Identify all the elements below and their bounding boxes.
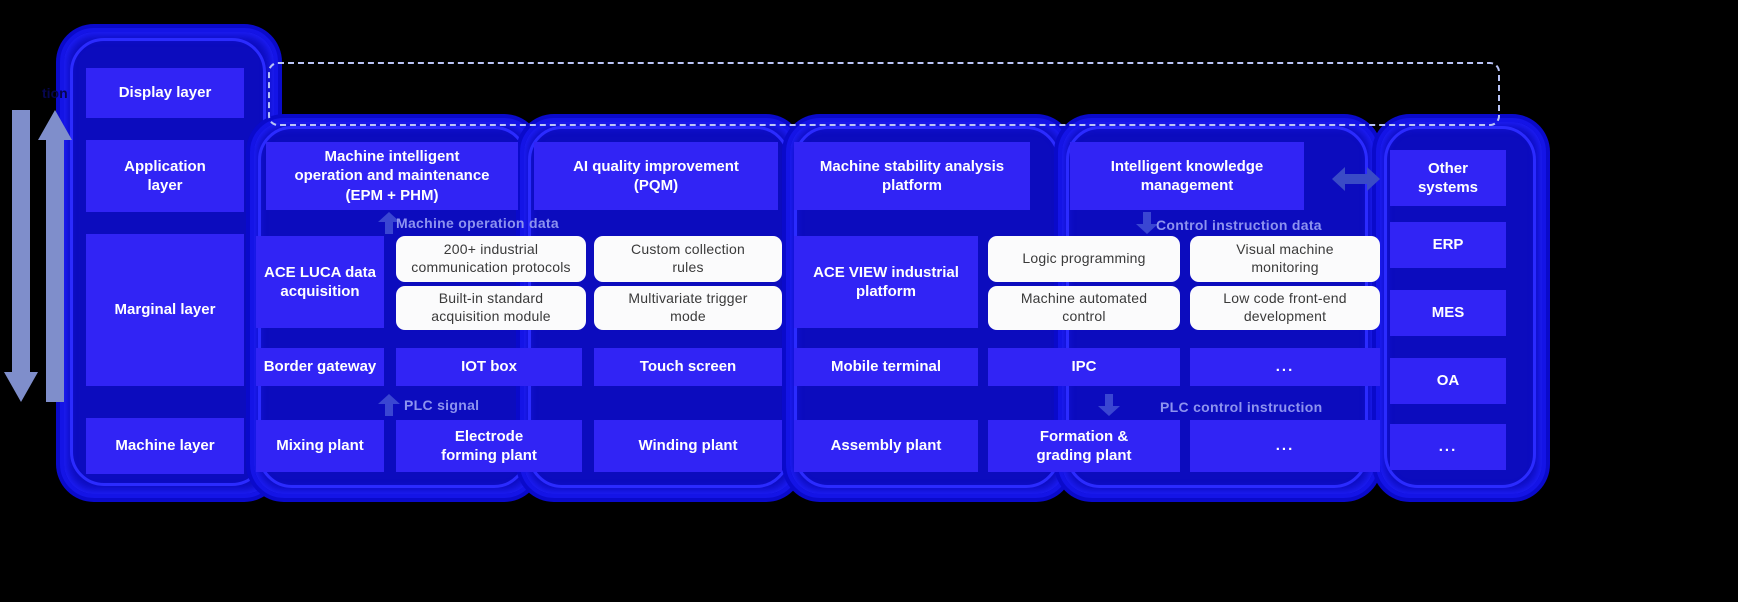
right-cell-mes[interactable]: MES [1390,290,1506,336]
marginal-white-automated-control[interactable]: Machine automated control [988,286,1180,330]
layer-label-machine: Machine layer [86,418,244,474]
band-control-instruction-data: Control instruction data [1156,217,1322,233]
marginal-white-collection-rules[interactable]: Custom collection rules [594,236,782,282]
right-cell-erp[interactable]: ERP [1390,222,1506,268]
marginal-white-acquisition-module[interactable]: Built-in standard acquisition module [396,286,586,330]
down-flow-arrow [4,110,38,402]
control-instruction-data-down-arrow [1136,212,1158,234]
device-cell-more[interactable]: ... [1190,348,1380,386]
marginal-white-trigger-mode[interactable]: Multivariate trigger mode [594,286,782,330]
device-cell-border-gateway[interactable]: Border gateway [256,348,384,386]
marginal-white-protocols[interactable]: 200+ industrial communication protocols [396,236,586,282]
machine-cell-electrode-plant[interactable]: Electrode forming plant [396,420,582,472]
device-cell-iot-box[interactable]: IOT box [396,348,582,386]
right-cell-other-systems[interactable]: Other systems [1390,150,1506,206]
marginal-cell-ace-luca[interactable]: ACE LUCA data acquisition [256,236,384,328]
device-cell-ipc[interactable]: IPC [988,348,1180,386]
machine-cell-winding-plant[interactable]: Winding plant [594,420,782,472]
band-machine-operation-data: Machine operation data [396,215,559,231]
band-plc-control-instruction: PLC control instruction [1160,399,1323,415]
device-cell-touch-screen[interactable]: Touch screen [594,348,782,386]
plc-control-instruction-down-arrow [1098,394,1120,416]
display-dashed-band [268,62,1500,126]
layer-label-display: Display layer [86,68,244,118]
band-plc-signal: PLC signal [404,397,480,413]
marginal-white-low-code[interactable]: Low code front-end development [1190,286,1380,330]
machine-cell-more[interactable]: ... [1190,420,1380,472]
machine-cell-assembly-plant[interactable]: Assembly plant [794,420,978,472]
plc-signal-up-arrow [378,394,400,416]
marginal-white-logic-programming[interactable]: Logic programming [988,236,1180,282]
marginal-cell-ace-view[interactable]: ACE VIEW industrial platform [794,236,978,328]
right-cell-oa[interactable]: OA [1390,358,1506,404]
app-cell-pqm[interactable]: AI quality improvement (PQM) [534,142,778,210]
machine-cell-formation-plant[interactable]: Formation & grading plant [988,420,1180,472]
layer-label-marginal: Marginal layer [86,234,244,386]
bidirectional-link-arrow [1332,167,1380,191]
machine-operation-data-up-arrow [378,212,400,234]
marginal-white-visual-monitoring[interactable]: Visual machine monitoring [1190,236,1380,282]
app-cell-knowledge[interactable]: Intelligent knowledge management [1070,142,1304,210]
layer-label-application: Application layer [86,140,244,212]
up-flow-arrow [38,110,72,402]
machine-cell-mixing-plant[interactable]: Mixing plant [256,420,384,472]
app-cell-stability[interactable]: Machine stability analysis platform [794,142,1030,210]
device-cell-mobile-terminal[interactable]: Mobile terminal [794,348,978,386]
right-cell-more[interactable]: ... [1390,424,1506,470]
clipped-left-label: tion [42,85,68,101]
app-cell-epm-phm[interactable]: Machine intelligent operation and mainte… [266,142,518,210]
